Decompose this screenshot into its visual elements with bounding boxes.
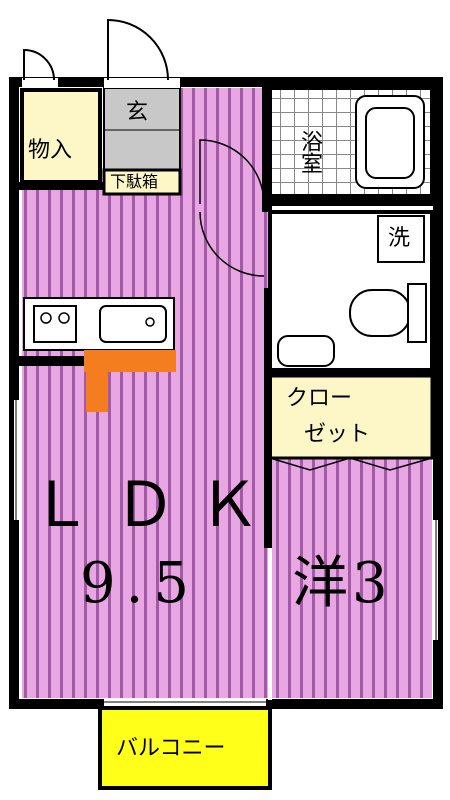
hall-door-swing bbox=[199, 139, 265, 205]
balcony bbox=[98, 706, 272, 790]
shoe-box-label: 下駄箱 bbox=[110, 172, 159, 191]
kitchen-appliance bbox=[84, 350, 176, 372]
storage-door-swing bbox=[23, 48, 55, 81]
balcony-label: バルコニー bbox=[116, 736, 226, 761]
fridge-space bbox=[86, 372, 108, 412]
washbasin-icon bbox=[277, 335, 335, 367]
ldk-label: ＬＤＫ bbox=[30, 468, 283, 541]
floor-hall bbox=[180, 88, 268, 198]
western-label: 洋 bbox=[292, 551, 358, 616]
closet-label-2: ゼット bbox=[304, 422, 371, 447]
storage-room bbox=[20, 88, 102, 184]
stove-icon bbox=[33, 305, 77, 343]
western-size: 3 bbox=[352, 551, 398, 616]
floor-ldk bbox=[22, 190, 270, 698]
closet-label-1: クロー bbox=[286, 386, 353, 411]
toilet-icon bbox=[349, 289, 411, 337]
laundry-label: 洗 bbox=[388, 226, 411, 251]
sink-icon bbox=[99, 305, 167, 343]
front-door-swing bbox=[107, 18, 169, 81]
bathtub-icon bbox=[355, 95, 425, 189]
laundry-box bbox=[377, 215, 425, 263]
shoe-box bbox=[102, 168, 182, 196]
entrance-label: 玄 bbox=[126, 100, 149, 125]
bath-label: 浴室 bbox=[297, 130, 322, 174]
ldk-size: 9.5 bbox=[80, 551, 200, 616]
storage-label: 物入 bbox=[28, 138, 73, 163]
ldk-door-swing bbox=[199, 211, 265, 277]
